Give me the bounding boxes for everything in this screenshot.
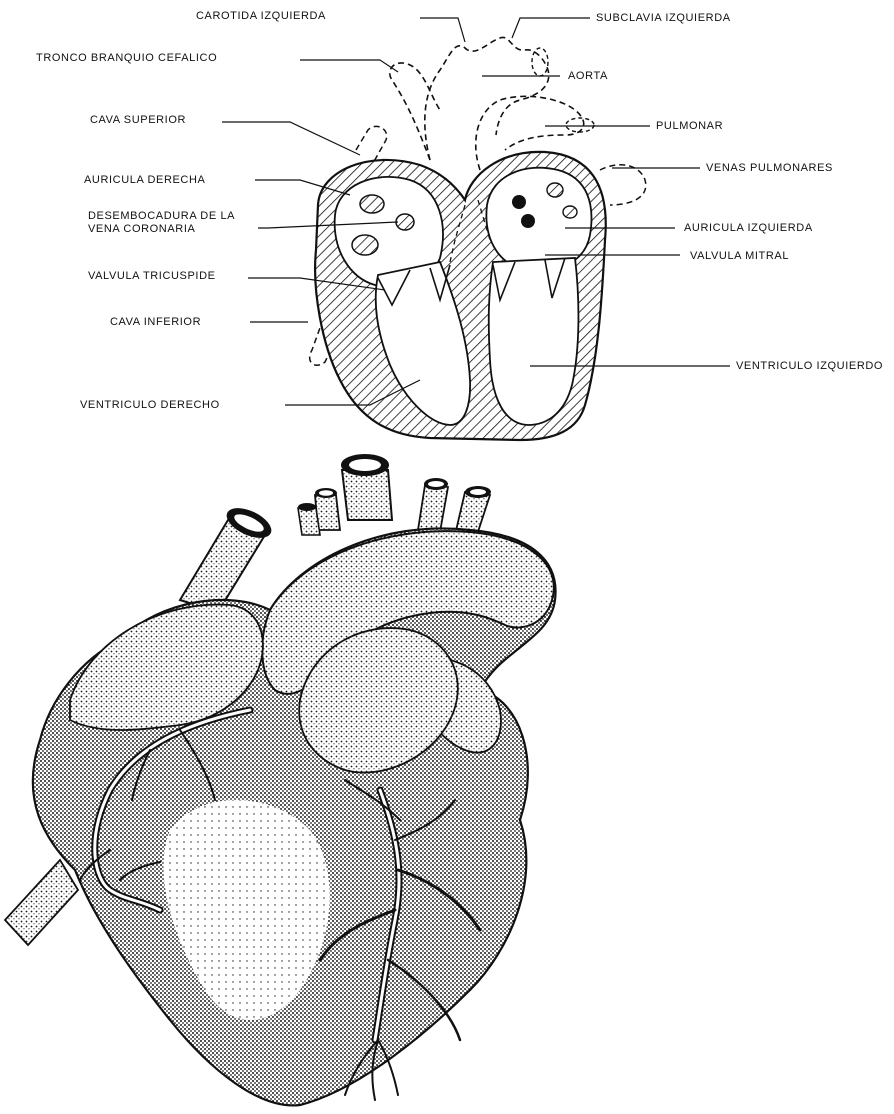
right-atrium-orifice-2 [352, 235, 378, 255]
external-heart-illustration [5, 455, 556, 1105]
label-subclavia-izquierda: SUBCLAVIA IZQUIERDA [596, 12, 731, 25]
brachiocephalic-trunk-tube [342, 470, 392, 520]
left-ventricle-cavity [489, 258, 579, 425]
pulmonary-vein-orifice-2 [521, 214, 535, 228]
venas-pulmonares-vessel [600, 165, 646, 205]
inferior-vena-cava-tube [5, 860, 78, 945]
brachiocephalic-vessel [390, 63, 440, 160]
pulmonary-vein-tube-1 [418, 485, 448, 532]
label-desembocadura-vena-coronaria: DESEMBOCADURA DE LA VENA CORONARIA [88, 210, 235, 236]
left-subclavian-tube [298, 508, 320, 535]
pulmonar-stump [566, 118, 594, 132]
cross-section-diagram [222, 18, 730, 440]
label-cava-superior: CAVA SUPERIOR [90, 114, 186, 127]
label-valvula-tricuspide: VALVULA TRICUSPIDE [88, 270, 216, 283]
label-auricula-derecha: AURICULA DERECHA [84, 174, 205, 187]
label-pulmonar: PULMONAR [656, 120, 723, 133]
label-ventriculo-izquierdo: VENTRICULO IZQUIERDO [736, 360, 883, 373]
label-auricula-izquierda: AURICULA IZQUIERDA [684, 222, 813, 235]
label-venas-pulmonares: VENAS PULMONARES [706, 162, 833, 175]
label-ventriculo-derecho: VENTRICULO DERECHO [80, 399, 220, 412]
subclavia-stump [532, 48, 548, 76]
pulmonary-vein-orifice-1 [512, 195, 526, 209]
right-atrium-orifice-1 [360, 195, 384, 213]
label-cava-inferior: CAVA INFERIOR [110, 316, 201, 329]
label-aorta: AORTA [568, 70, 608, 83]
coronary-sinus-orifice [396, 214, 414, 230]
pulmonary-vein-orifice-4 [563, 206, 577, 218]
label-carotida-izquierda: CAROTIDA IZQUIERDA [196, 10, 326, 23]
label-valvula-mitral: VALVULA MITRAL [690, 250, 789, 263]
label-tronco-branquio-cefalico: TRONCO BRANQUIO CEFALICO [36, 52, 217, 65]
pulmonary-vein-orifice-3 [547, 183, 563, 197]
aorta-vessel [425, 37, 549, 160]
